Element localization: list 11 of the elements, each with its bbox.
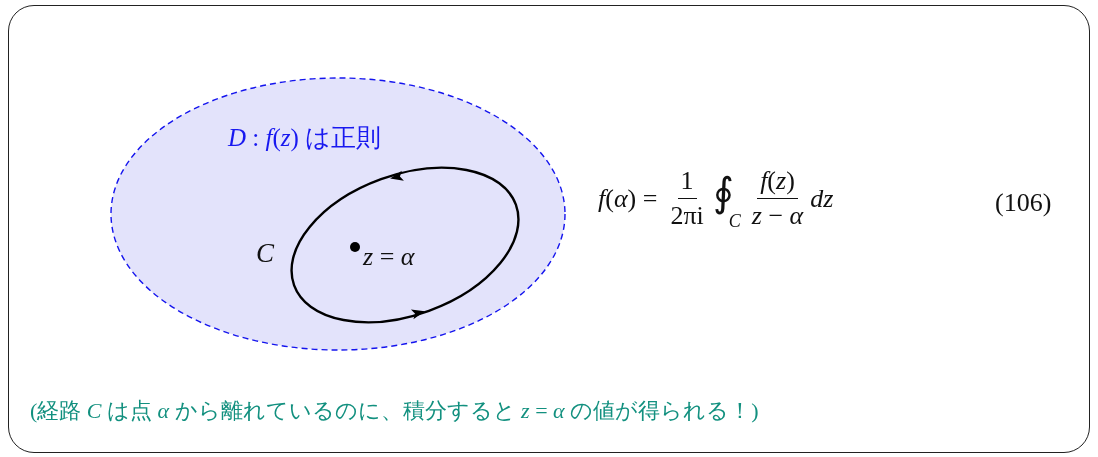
equation-number: (106) [995, 188, 1052, 218]
equation-term: dz [810, 183, 834, 214]
point-label: z = α [363, 242, 415, 272]
equation-term: f(α) = [598, 183, 658, 214]
region-label: D : f(z) は正則 [228, 123, 382, 154]
fraction-denominator: z − α [750, 200, 805, 231]
caption-text: (経路 C は点 α から離れているのに、積分すると z = α の値が得られる！) [30, 397, 759, 425]
fraction-denominator: 2πi [669, 200, 705, 231]
curve-label: C [256, 238, 274, 269]
fraction-numerator: f(z) [757, 166, 798, 199]
fraction-numerator: 1 [677, 166, 697, 199]
